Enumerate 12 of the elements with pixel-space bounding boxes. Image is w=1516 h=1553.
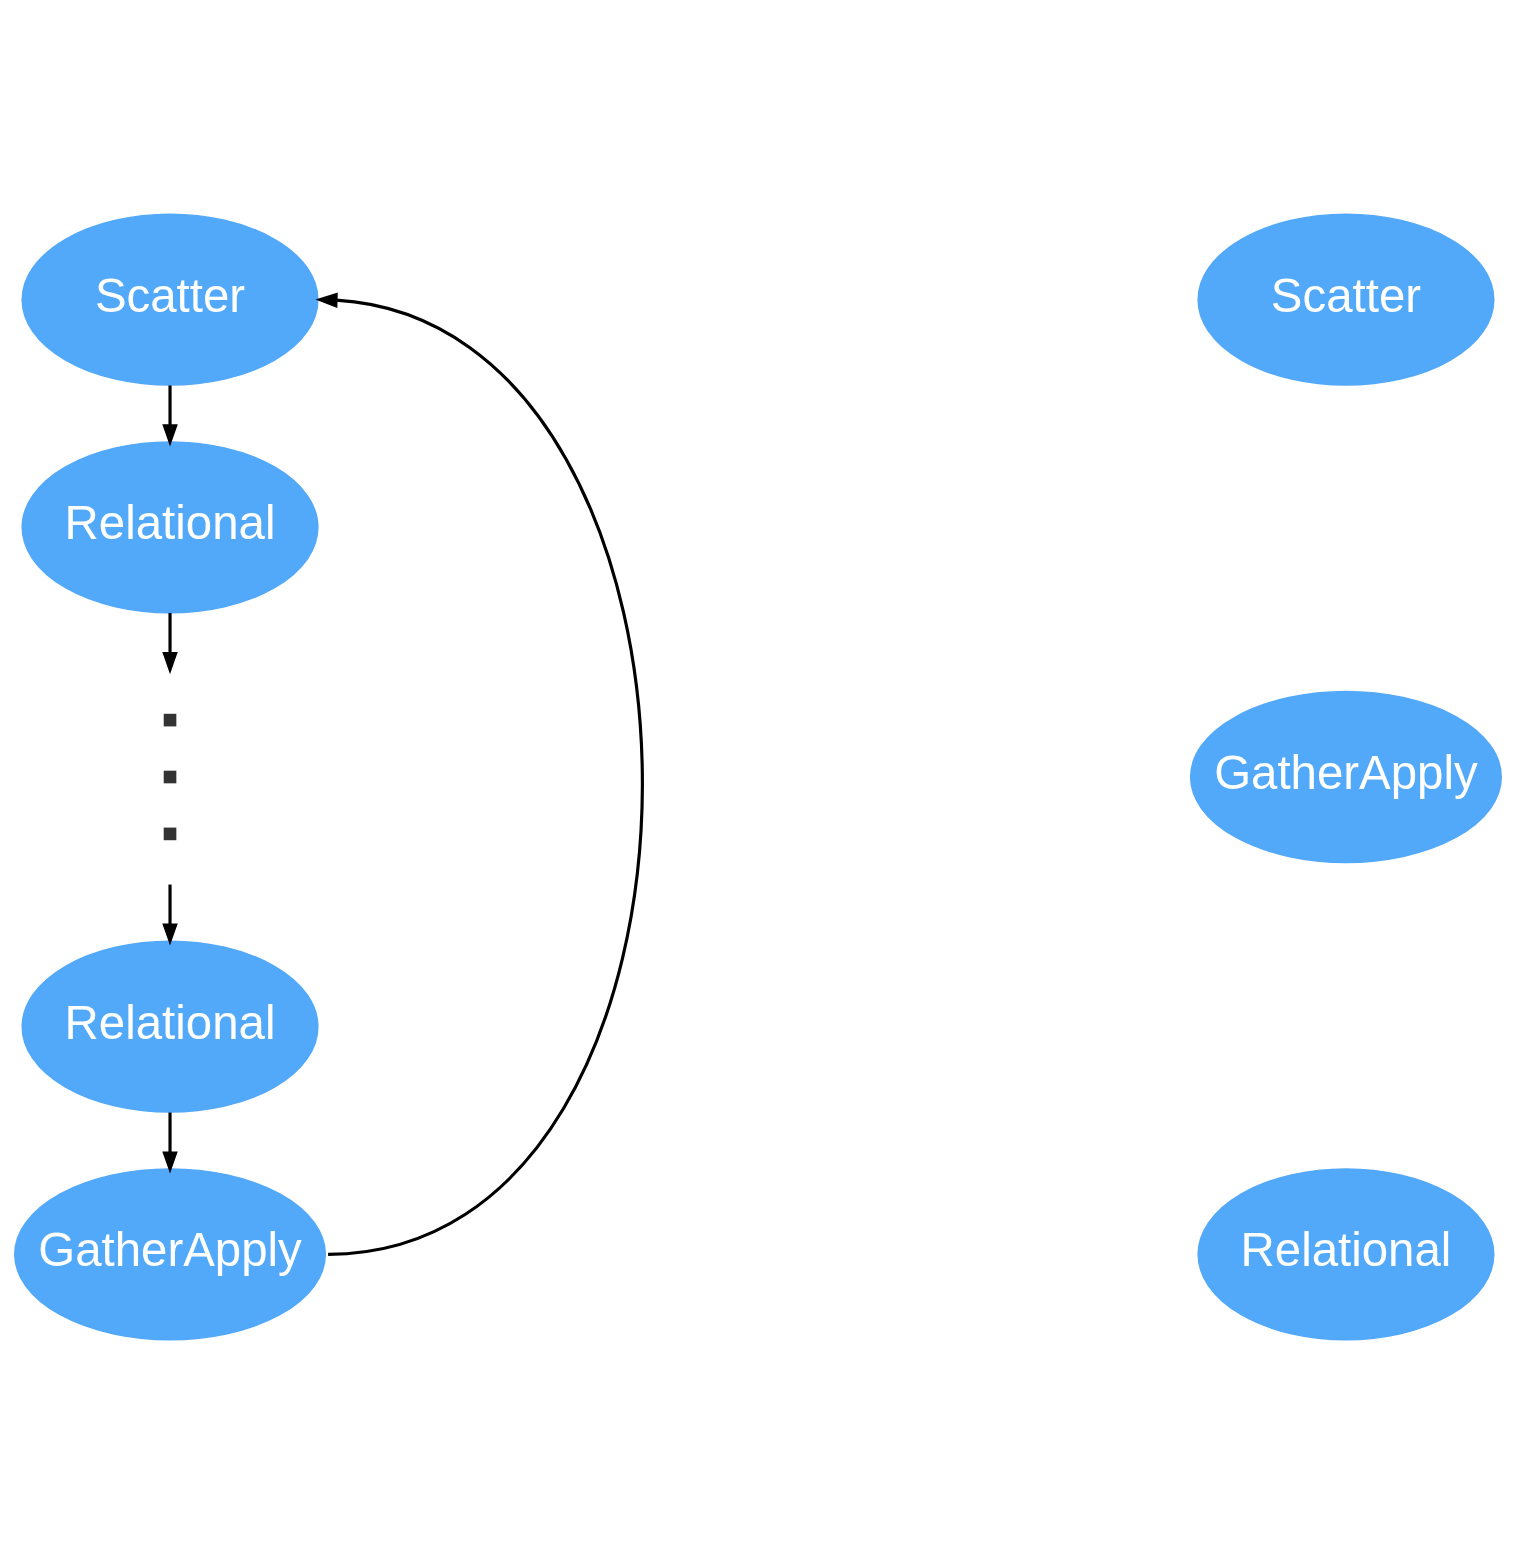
arrow bbox=[162, 612, 178, 674]
node-ellipse: GatherApply bbox=[1189, 690, 1502, 863]
node-ellipse: GatherApply bbox=[14, 1167, 327, 1340]
node-ellipse: Relational bbox=[21, 940, 319, 1113]
arrow bbox=[315, 291, 644, 1256]
node-ellipse: Scatter bbox=[1197, 213, 1495, 386]
arrow bbox=[162, 1112, 178, 1174]
node-ellipse: Relational bbox=[21, 440, 319, 613]
arrow bbox=[162, 384, 178, 447]
node-ellipse: Relational bbox=[1197, 1167, 1495, 1340]
arrow bbox=[162, 884, 178, 946]
node-ellipse: Scatter bbox=[21, 213, 319, 386]
